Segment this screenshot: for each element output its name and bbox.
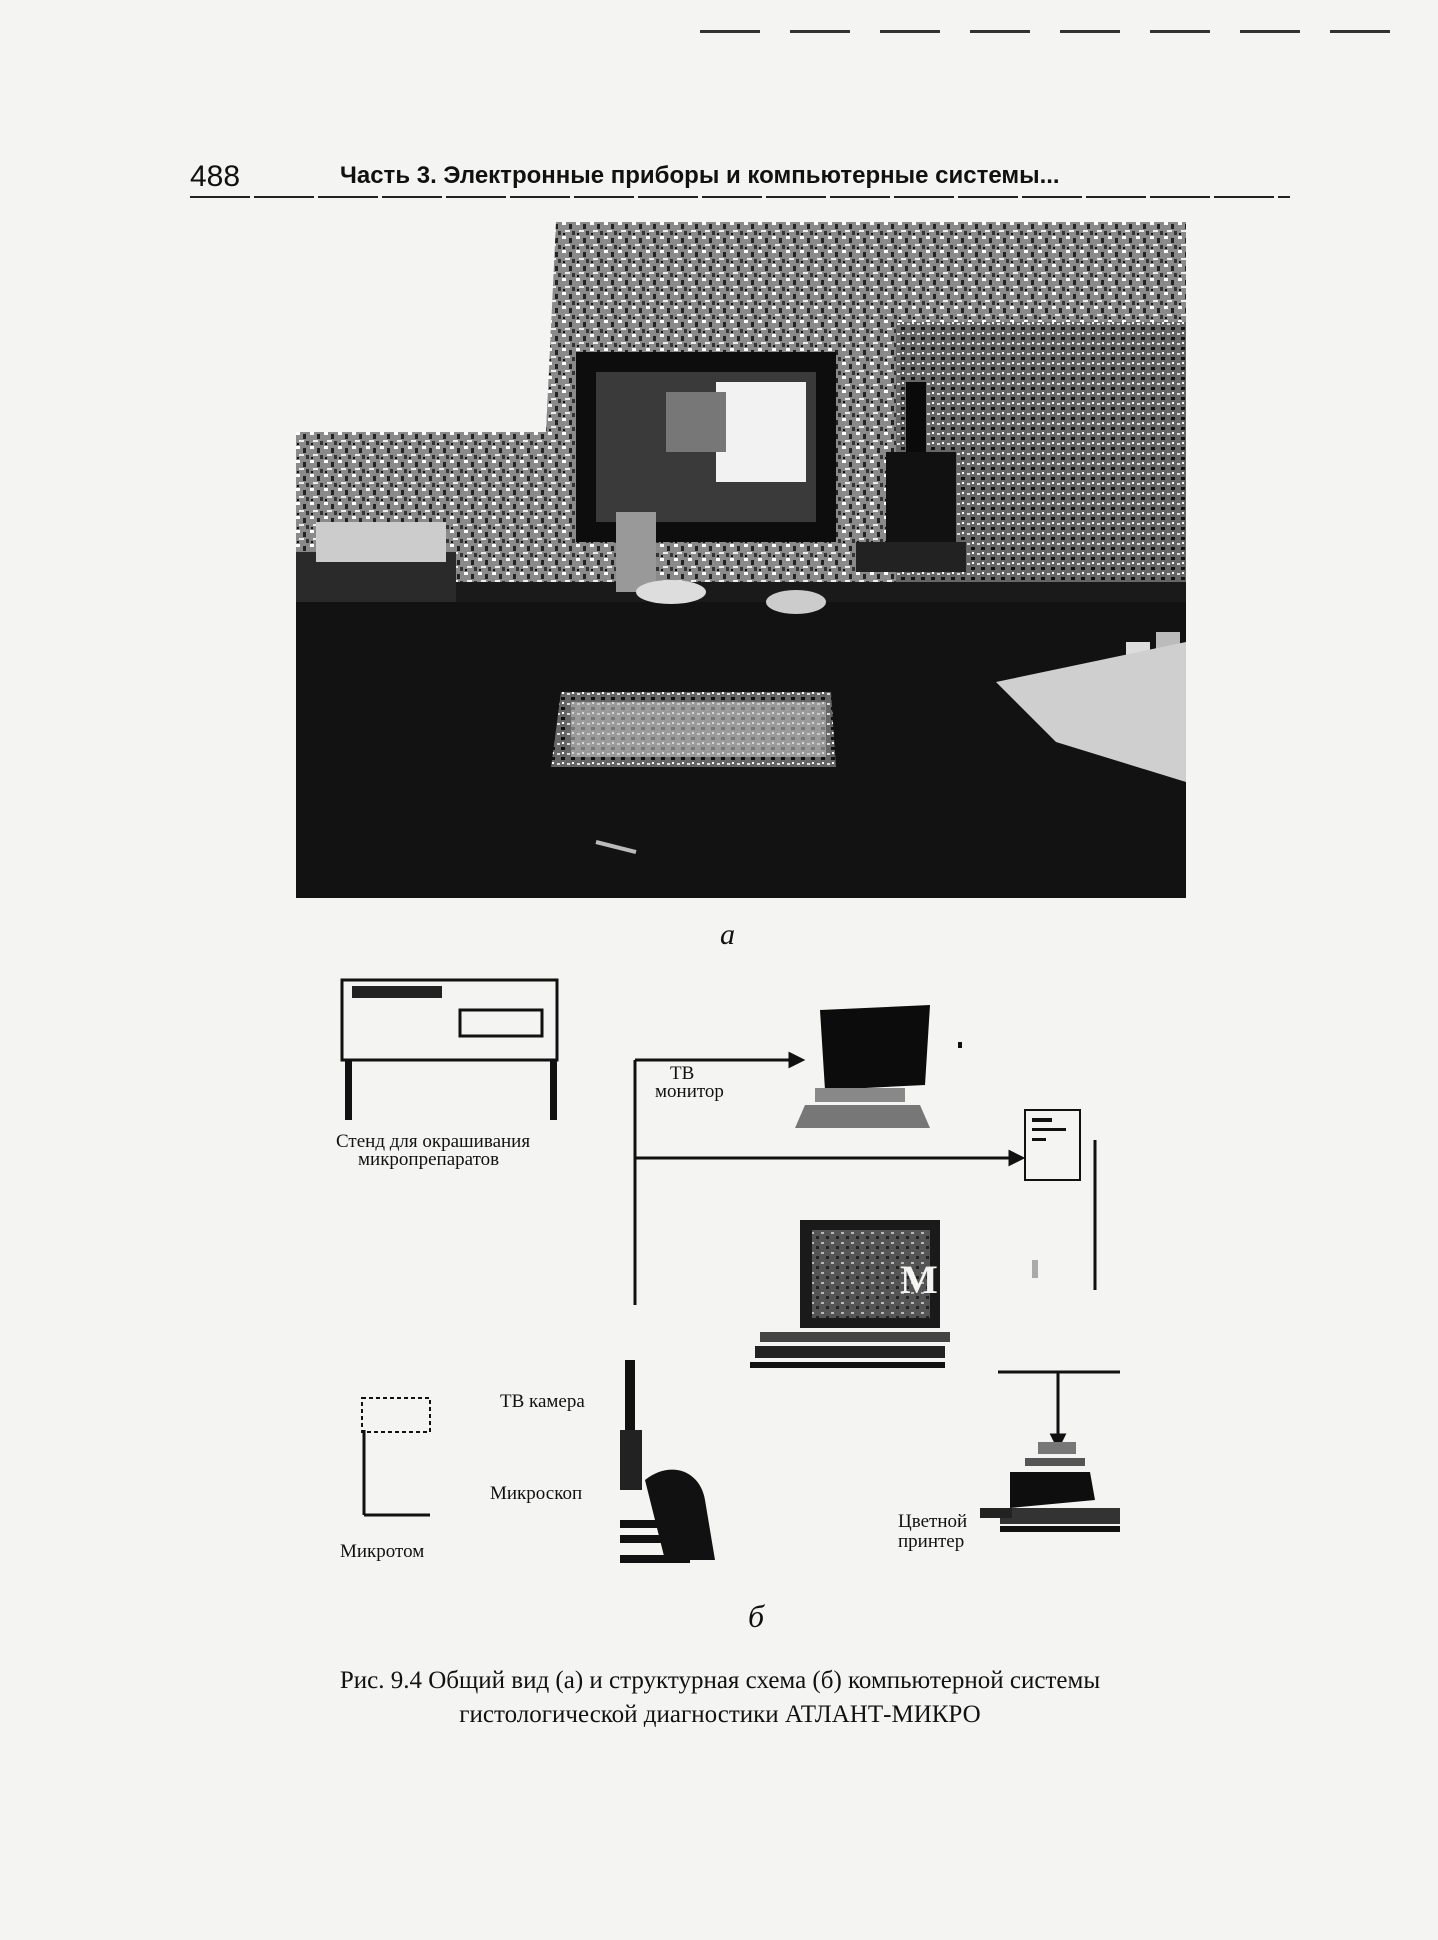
staining-stand-icon — [340, 978, 559, 1120]
structure-diagram: M Стенд для окрашивания микропрепаратов … — [320, 960, 1200, 1590]
header-rule — [190, 196, 1290, 198]
page-header: 488 Часть 3. Электронные приборы и компь… — [190, 160, 1290, 198]
caption-line-1: Рис. 9.4 Общий вид (а) и структурная схе… — [339, 1667, 1101, 1694]
tv-monitor-label-line1: ТВ — [670, 1063, 695, 1084]
workstation-photo — [296, 222, 1186, 898]
microtome-icon — [361, 1397, 431, 1517]
microscope-icon — [620, 1360, 715, 1563]
caption-line-2: гистологической диагностики АТЛАНТ-МИКРО — [459, 1701, 981, 1728]
subfigure-label-a: а — [720, 918, 735, 951]
tv-monitor-label-line2: монитор — [655, 1081, 724, 1102]
stand-label-line1: Стенд для окрашивания — [336, 1131, 531, 1152]
running-title: Часть 3. Электронные приборы и компьютер… — [340, 162, 1060, 189]
tv-camera-label: ТВ камера — [500, 1391, 585, 1412]
microscope-label: Микроскоп — [490, 1483, 583, 1504]
printer-label-line2: принтер — [898, 1531, 965, 1552]
printer-label-line1: Цветной — [898, 1511, 968, 1532]
microtome-label: Микротом — [340, 1541, 425, 1562]
connection-lines — [633, 1051, 1120, 1451]
pc-tower-icon — [1024, 1109, 1081, 1278]
stand-label-line2: микропрепаратов — [358, 1149, 500, 1170]
computer-monitor-icon — [750, 1220, 950, 1368]
figure-caption: Рис. 9.4 Общий вид (а) и структурная схе… — [200, 1664, 1240, 1732]
page-number: 488 — [190, 160, 241, 193]
screen-logo-text: M — [900, 1257, 938, 1302]
top-decorative-rule — [700, 30, 1400, 33]
subfigure-label-b: б — [748, 1598, 765, 1634]
color-printer-icon — [980, 1442, 1120, 1532]
tv-monitor-icon — [795, 1005, 962, 1128]
